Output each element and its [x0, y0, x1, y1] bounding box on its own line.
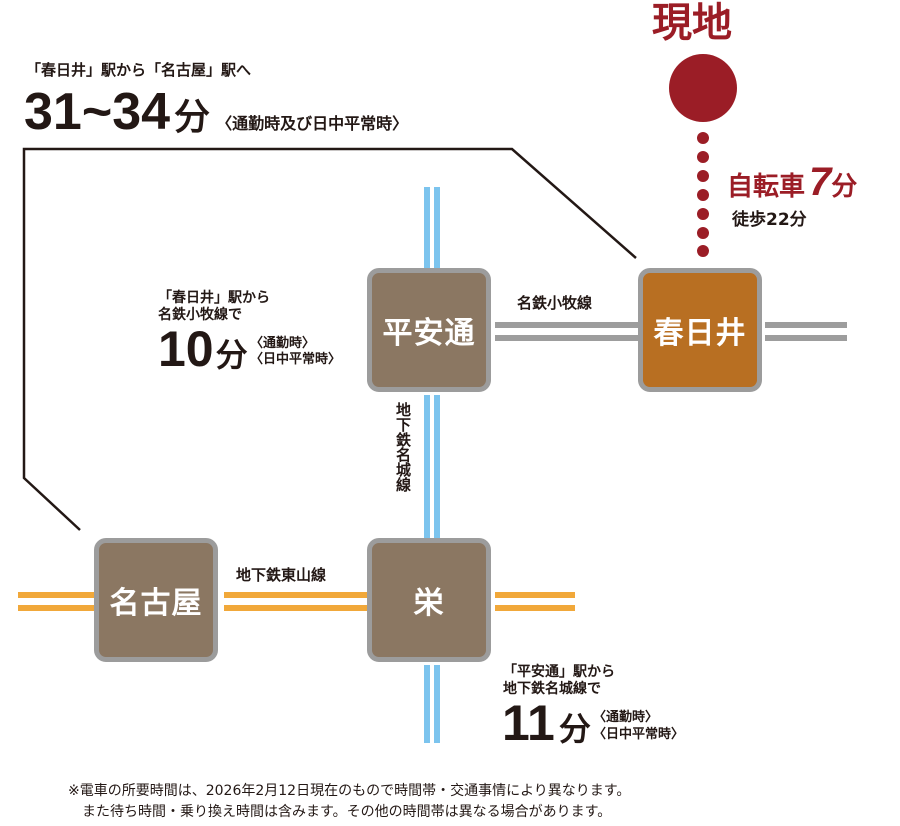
- route-heiando-sakae-condition2: 〈日中平常時〉: [593, 727, 685, 742]
- route-heiando-sakae-line2: 地下鉄名城線で: [503, 681, 601, 697]
- meijo-line: [424, 187, 440, 743]
- station-heiando: 平安通: [367, 268, 491, 392]
- meitetsu-komaki-line: [495, 322, 847, 341]
- route-kasugai-heiando-line1: 「春日井」駅から: [158, 290, 270, 306]
- bicycle-route-dots: [697, 132, 709, 257]
- walk-time: 徒歩22分: [732, 210, 807, 230]
- route-heiando-sakae-condition1: 〈通勤時〉: [593, 710, 659, 725]
- station-kasugai: 春日井: [638, 268, 762, 392]
- footnote-line2: また待ち時間・乗り換え時間は含みます。その他の時間帯は異なる場合があります。: [82, 804, 612, 820]
- route-kasugai-nagoya-unit: 分: [174, 97, 211, 138]
- bicycle-unit: 分: [831, 172, 858, 202]
- route-kasugai-heiando-condition2: 〈日中平常時〉: [250, 352, 342, 367]
- route-kasugai-heiando-condition1: 〈通勤時〉: [250, 336, 316, 351]
- route-kasugai-nagoya-minutes: 31~34: [24, 83, 171, 141]
- current-location-marker: [669, 54, 737, 122]
- route-kasugai-heiando-unit: 分: [215, 336, 248, 374]
- current-location-label: 現地: [652, 0, 732, 46]
- bicycle-label: 自転車: [727, 172, 806, 202]
- route-heiando-sakae-line1: 「平安通」駅から: [503, 664, 615, 680]
- station-nagoya: 名古屋: [94, 538, 218, 662]
- footnote-line1: ※電車の所要時間は、2026年2月12日現在のもので時間帯・交通事情により異なり…: [68, 783, 631, 799]
- line-label-meijo: 地下鉄名城線: [394, 402, 412, 492]
- route-heiando-sakae-minutes: 11: [502, 695, 555, 751]
- station-sakae: 栄: [367, 538, 491, 662]
- route-kasugai-heiando-time: 10分: [158, 322, 248, 388]
- route-heiando-sakae-unit: 分: [558, 710, 591, 748]
- route-kasugai-heiando-minutes: 10: [158, 321, 214, 377]
- route-kasugai-heiando-line2: 名鉄小牧線で: [158, 307, 242, 323]
- line-label-meitetsu-komaki: 名鉄小牧線: [517, 294, 593, 312]
- route-connector-line: [22, 147, 637, 531]
- route-kasugai-nagoya-title: 「春日井」駅から「名古屋」駅へ: [26, 61, 252, 79]
- bicycle-minutes: 7: [809, 160, 832, 204]
- line-label-higashiyama: 地下鉄東山線: [236, 566, 327, 584]
- higashiyama-line: [18, 592, 575, 611]
- route-kasugai-nagoya-condition: 〈通勤時及び日中平常時〉: [216, 114, 409, 133]
